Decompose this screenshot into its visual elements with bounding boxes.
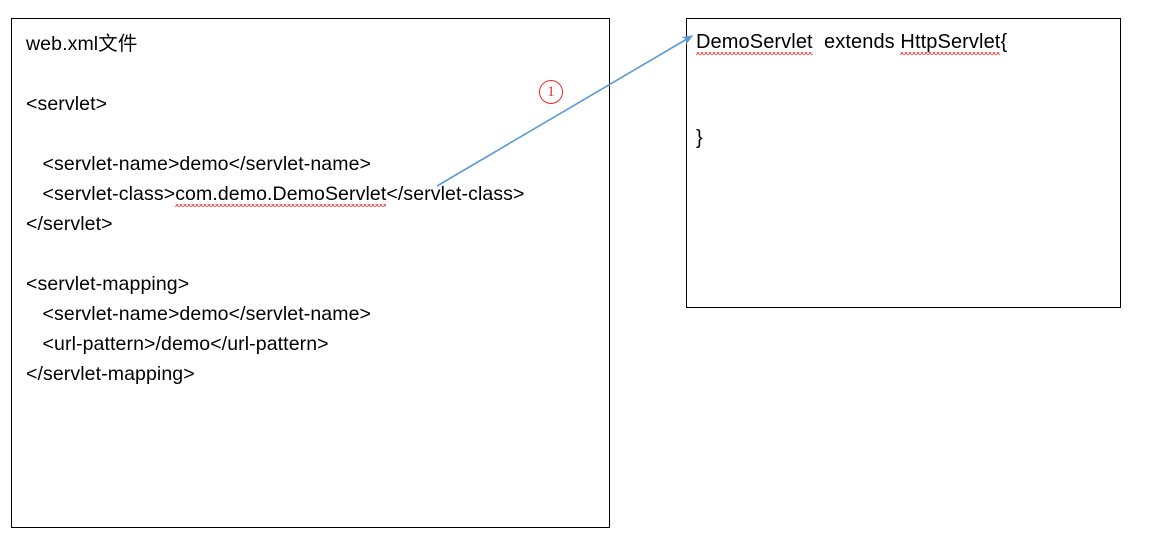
servlet-name-tag-1: <servlet-name>demo</servlet-name> xyxy=(26,153,372,175)
webxml-blank-3 xyxy=(26,239,605,269)
webxml-code-block: web.xml文件 <servlet> <servlet-name>demo</… xyxy=(26,29,605,389)
servlet-open-tag: <servlet> xyxy=(26,93,108,115)
servlet-class-value-misspelled: com.demo.DemoServlet xyxy=(175,183,387,205)
class-name-misspelled: DemoServlet xyxy=(696,31,813,53)
servlet-close-tag: </servlet> xyxy=(26,213,113,235)
class-body-empty xyxy=(696,57,1116,123)
annotation-marker-1: 1 xyxy=(539,80,563,104)
webxml-blank-2 xyxy=(26,119,605,149)
servlet-name-tag-2: <servlet-name>demo</servlet-name> xyxy=(26,303,372,325)
webxml-title: web.xml文件 xyxy=(26,33,138,55)
webxml-panel: web.xml文件 <servlet> <servlet-name>demo</… xyxy=(11,18,610,528)
servlet-class-panel: DemoServlet extends HttpServlet{ } xyxy=(686,18,1121,308)
class-closing-brace: } xyxy=(696,127,703,149)
class-declaration-line: DemoServlet extends HttpServlet{ xyxy=(696,27,1116,57)
servlet-class-suffix: </servlet-class> xyxy=(386,183,525,205)
extends-keyword: extends xyxy=(812,31,901,53)
webxml-blank-1 xyxy=(26,59,605,89)
url-pattern-tag: <url-pattern>/demo</url-pattern> xyxy=(26,333,329,355)
opening-brace: { xyxy=(1000,31,1008,53)
servlet-code-block: DemoServlet extends HttpServlet{ } xyxy=(696,27,1116,153)
servlet-mapping-open-tag: <servlet-mapping> xyxy=(26,273,190,295)
servlet-mapping-close-tag: </servlet-mapping> xyxy=(26,363,195,385)
superclass-name-misspelled: HttpServlet xyxy=(900,31,1001,53)
servlet-class-prefix: <servlet-class> xyxy=(26,183,176,205)
servlet-class-tag: <servlet-class>com.demo.DemoServlet</ser… xyxy=(26,179,605,209)
